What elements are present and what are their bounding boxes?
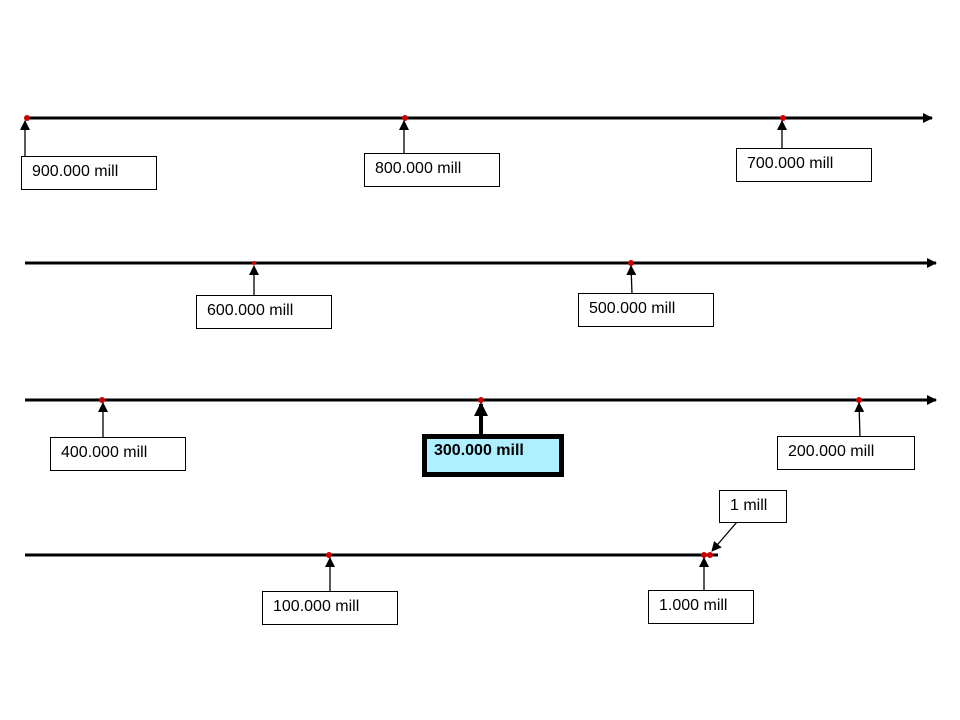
- label-600k: 600.000 mill: [196, 295, 332, 329]
- point-600k: [252, 261, 256, 265]
- point-1: [707, 552, 713, 558]
- point-200k: [856, 397, 862, 403]
- point-300k: [478, 397, 484, 403]
- point-800k: [402, 115, 408, 121]
- label-1: 1 mill: [719, 490, 787, 523]
- point-700k: [780, 115, 786, 121]
- point-100k: [326, 552, 332, 558]
- arrow-500k: [626, 265, 637, 295]
- arrow-1: [711, 521, 738, 552]
- label-800k: 800.000 mill: [364, 153, 500, 187]
- point-1k: [701, 552, 707, 558]
- point-500k: [628, 260, 634, 266]
- label-100k: 100.000 mill: [262, 591, 398, 625]
- label-300k-highlighted: 300.000 mill: [422, 434, 564, 477]
- label-500k: 500.000 mill: [578, 293, 714, 327]
- label-900k: 900.000 mill: [21, 156, 157, 190]
- point-400k: [99, 397, 105, 403]
- point-900k: [24, 115, 30, 121]
- label-1k: 1.000 mill: [648, 590, 754, 624]
- label-400k: 400.000 mill: [50, 437, 186, 471]
- label-200k: 200.000 mill: [777, 436, 915, 470]
- arrow-200k: [854, 402, 865, 438]
- label-700k: 700.000 mill: [736, 148, 872, 182]
